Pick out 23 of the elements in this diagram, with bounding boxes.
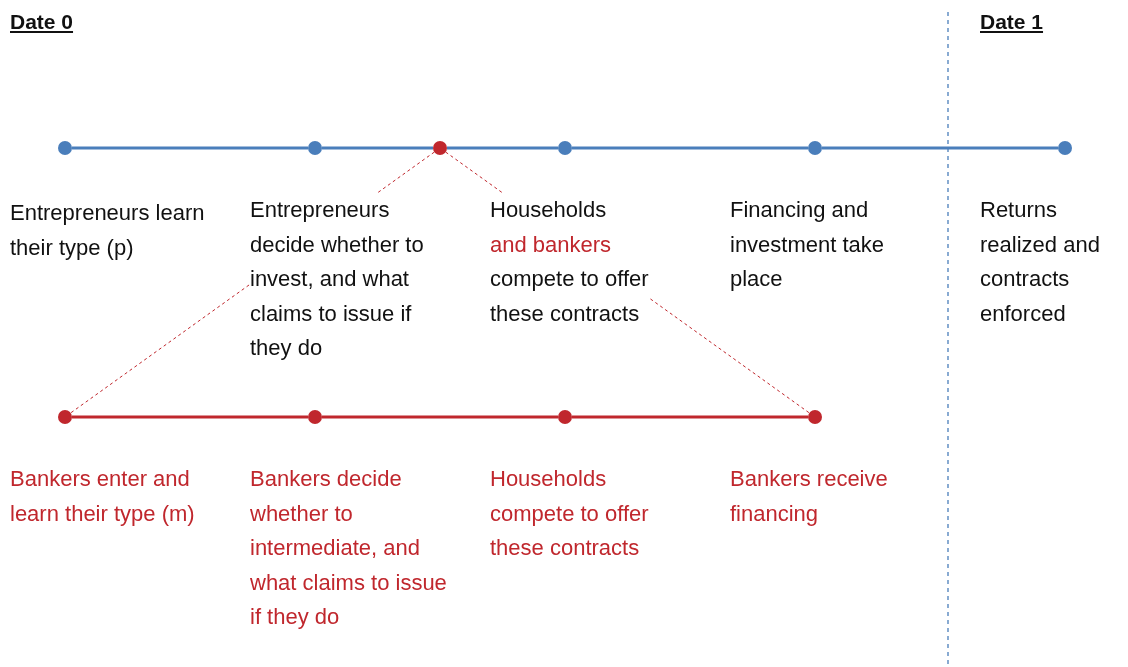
timeline-event-dot [308, 410, 322, 424]
timeline-event-dot [58, 410, 72, 424]
timeline-segment [572, 146, 808, 150]
timeline-event-dot [433, 141, 447, 155]
timeline-segment [322, 146, 433, 150]
timeline-segment [572, 415, 808, 419]
date-heading: Date 0 [10, 10, 74, 34]
event-description: Households [490, 196, 608, 224]
event-description: compete to offer these contracts [490, 265, 650, 328]
date-heading: Date 1 [980, 10, 1044, 34]
timeline-segment [72, 415, 308, 419]
timeline-event-dot [308, 141, 322, 155]
timeline-segment [322, 415, 558, 419]
timeline-event-dot [558, 410, 572, 424]
timeline-segment [822, 146, 1058, 150]
timeline-event-dot [808, 410, 822, 424]
timeline-event-dot [558, 141, 572, 155]
timeline-segment [447, 146, 558, 150]
event-description: and bankers [490, 230, 613, 259]
timeline-event-dot [808, 141, 822, 155]
timeline-segment [72, 146, 308, 150]
timeline-event-dot [58, 141, 72, 155]
timeline-event-dot [1058, 141, 1072, 155]
